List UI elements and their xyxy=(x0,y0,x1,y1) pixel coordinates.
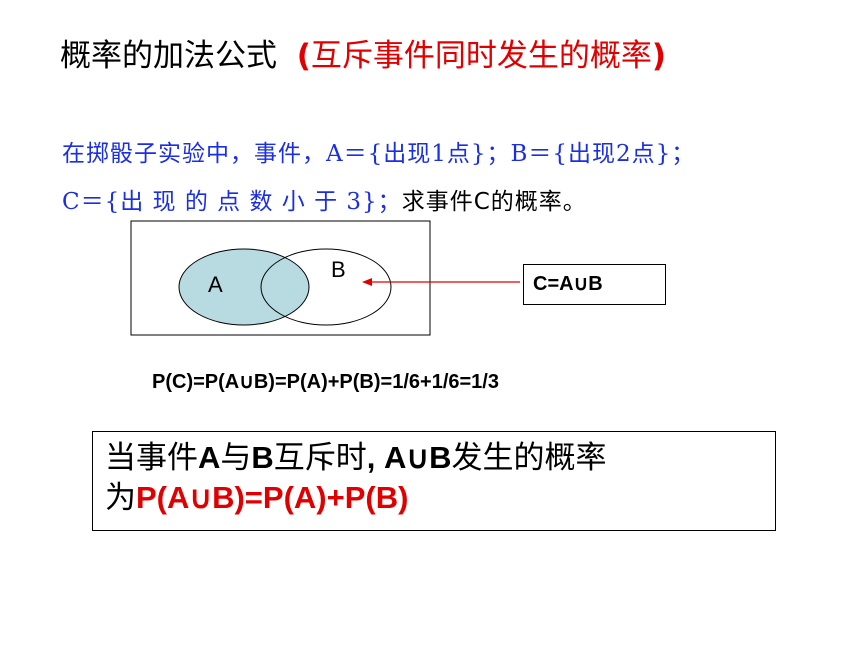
title-main: 概率的加法公式 xyxy=(60,38,277,74)
addition-rule: P(A∪B)=P(A)+P(B) xyxy=(136,480,409,515)
probability-formula: P(C)=P(A∪B)=P(A)+P(B)=1/6+1/6=1/3 xyxy=(152,371,499,393)
venn-universe-box xyxy=(130,220,431,336)
venn-label-b: B xyxy=(331,257,346,282)
title-subtitle: (互斥事件同时发生的概率) xyxy=(296,38,667,74)
union-label-box: C=A∪B xyxy=(523,264,666,305)
venn-set-b xyxy=(260,248,392,326)
problem-line-1: 在掷骰子实验中，事件，A＝{出现1点}；B＝{出现2点}； xyxy=(62,141,696,167)
venn-set-a xyxy=(178,248,310,326)
venn-label-a: A xyxy=(208,272,223,297)
conclusion-box: 当事件A与B互斥时, A∪B发生的概率 为P(A∪B)=P(A)+P(B) xyxy=(92,431,776,531)
slide-title: 概率的加法公式 (互斥事件同时发生的概率) xyxy=(60,30,666,75)
problem-line-2: C＝{出 现 的 点 数 小 于 3}；求事件C的概率。 xyxy=(62,189,587,215)
arrow-head-icon xyxy=(362,278,372,286)
